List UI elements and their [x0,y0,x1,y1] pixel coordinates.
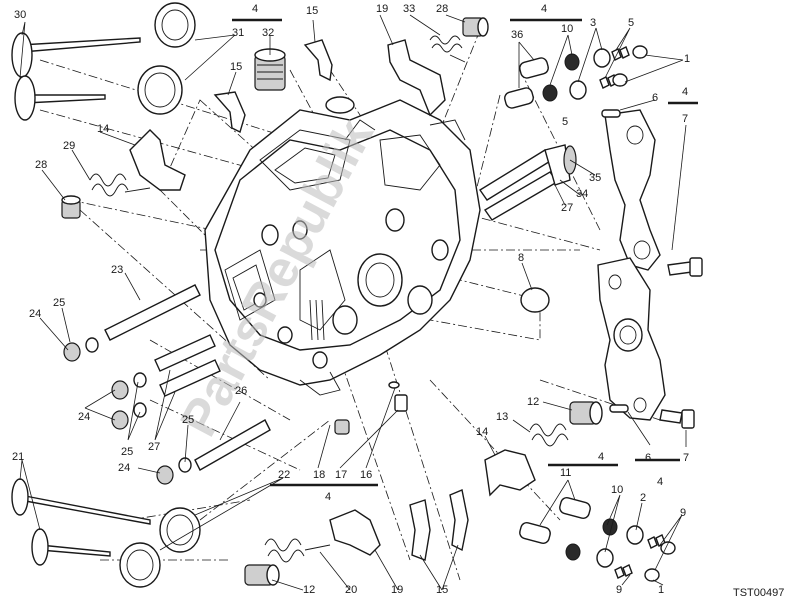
callout-12: 12 [303,584,315,596]
callout-16: 16 [360,469,372,481]
callout-25: 25 [53,297,65,309]
valve-seat-rings-31 [137,2,196,115]
callout-31: 31 [232,27,244,39]
callout-25: 25 [182,414,194,426]
callout-7: 7 [683,452,689,464]
group-brackets [232,18,698,487]
callout-1: 1 [658,584,664,596]
bolts-7 [659,257,703,429]
rocker-19-top [387,39,446,117]
leader-lines [19,14,687,591]
callout-12: 12 [527,396,539,408]
callout-20: 20 [345,584,357,596]
callout-24: 24 [78,411,90,423]
spring-33 [429,35,466,63]
callout-3: 3 [590,17,596,29]
callout-36: 36 [511,29,523,41]
callout-27: 27 [148,441,160,453]
callout-30: 30 [14,9,26,21]
callout-9: 9 [616,584,622,596]
seal-ring-top [325,96,355,114]
callout-34: 34 [576,188,588,200]
callout-13: 13 [496,411,508,423]
o-ring-8 [520,287,550,313]
callout-19: 19 [391,584,403,596]
callout-4: 4 [541,3,547,15]
tappets-top-right [504,45,648,109]
spring-13 [529,423,569,447]
callout-14: 14 [97,123,109,135]
callout-24: 24 [118,462,130,474]
callout-17: 17 [335,469,347,481]
plugs-24-25 [63,337,192,485]
spring-29 [89,173,151,197]
callout-15: 15 [436,584,448,596]
valve-guide-32 [254,48,286,91]
drawing-code: TST00497 [733,587,784,599]
callout-6: 6 [645,452,651,464]
callout-4: 4 [682,86,688,98]
dowel-6 [601,109,629,413]
rocker-19-bottom [329,509,381,556]
callout-35: 35 [589,172,601,184]
callout-26: 26 [235,385,247,397]
callout-7: 7 [682,113,688,125]
callout-32: 32 [262,27,274,39]
callout-24: 24 [29,308,41,320]
callout-4: 4 [325,491,331,503]
rocker-14-left [129,129,186,191]
spring-20 [264,538,331,563]
rocker-shafts-right [479,144,577,221]
intake-valves [11,32,141,121]
bushing-12-right [569,401,603,425]
cam-cap-lower-right [597,257,666,421]
callout-28: 28 [436,3,448,15]
callout-5: 5 [562,116,568,128]
callout-29: 29 [63,140,75,152]
callout-6: 6 [652,92,658,104]
callout-21: 21 [12,451,24,463]
callout-1: 1 [684,53,690,65]
bushing-12-bottom [244,564,280,586]
callout-10: 10 [561,23,573,35]
rocker-arms-15 [213,39,469,561]
tappets-bottom-right [519,497,676,582]
callout-22: 22 [278,469,290,481]
callout-23: 23 [111,264,123,276]
callout-11: 11 [560,467,571,479]
callout-8: 8 [518,252,524,264]
callout-4: 4 [657,476,663,488]
callout-2: 2 [640,492,646,504]
bushing-28-top [462,17,489,37]
callout-14: 14 [476,426,488,438]
callout-10: 10 [611,484,623,496]
callout-27: 27 [561,202,573,214]
callout-25: 25 [121,446,133,458]
callout-18: 18 [313,469,325,481]
small-parts-bottom [334,381,408,435]
rocker-pins-left [104,284,271,471]
callout-33: 33 [403,3,415,15]
callout-labels: 30 31 32 4 15 15 19 33 28 4 36 10 3 5 1 … [12,3,690,596]
callout-28: 28 [35,159,47,171]
callout-15: 15 [306,5,318,17]
callout-4: 4 [598,451,604,463]
rocker-14-right [484,449,536,497]
callout-4: 4 [252,3,258,15]
exhaust-valves [11,478,201,588]
bushing-28-left [61,195,81,219]
callout-5: 5 [628,17,634,29]
callout-9: 9 [680,507,686,519]
callout-19: 19 [376,3,388,15]
cam-cap-upper-right [604,109,661,271]
callout-15: 15 [230,61,242,73]
cylinder-head [204,99,481,396]
